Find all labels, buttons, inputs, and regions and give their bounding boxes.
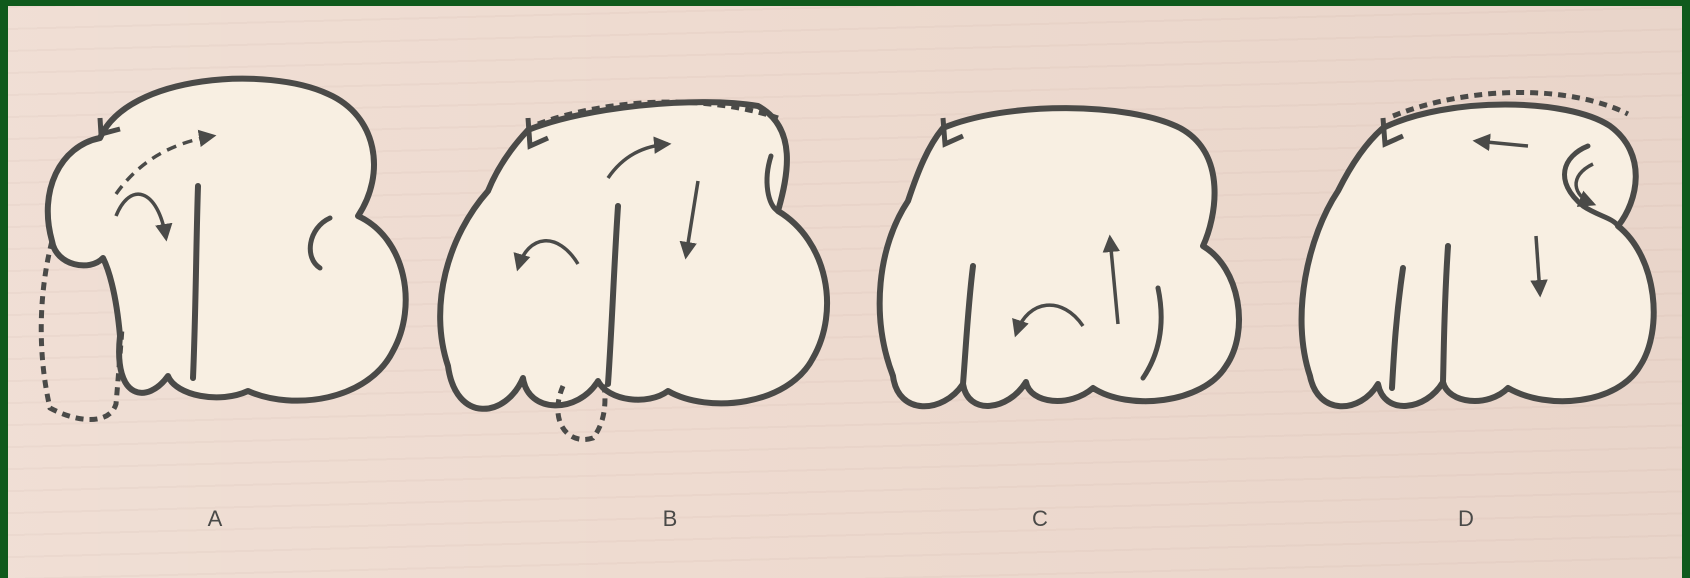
panel-a-illustration: [41, 79, 405, 420]
panel-label-b: B: [650, 506, 690, 532]
panel-label-d: D: [1446, 506, 1486, 532]
panel-d-illustration: [1302, 92, 1654, 406]
panel-label-a: A: [195, 506, 235, 532]
scanned-figure: A B C D: [8, 6, 1682, 578]
panel-b-organ-outline: [440, 102, 827, 409]
panel-d-organ-outline: [1302, 105, 1654, 407]
panel-c-organ-outline: [880, 108, 1239, 406]
panel-b-illustration: [440, 102, 827, 439]
stomach-diagram-svg: [8, 6, 1682, 578]
panel-c-illustration: [880, 108, 1239, 406]
panel-label-c: C: [1020, 506, 1060, 532]
